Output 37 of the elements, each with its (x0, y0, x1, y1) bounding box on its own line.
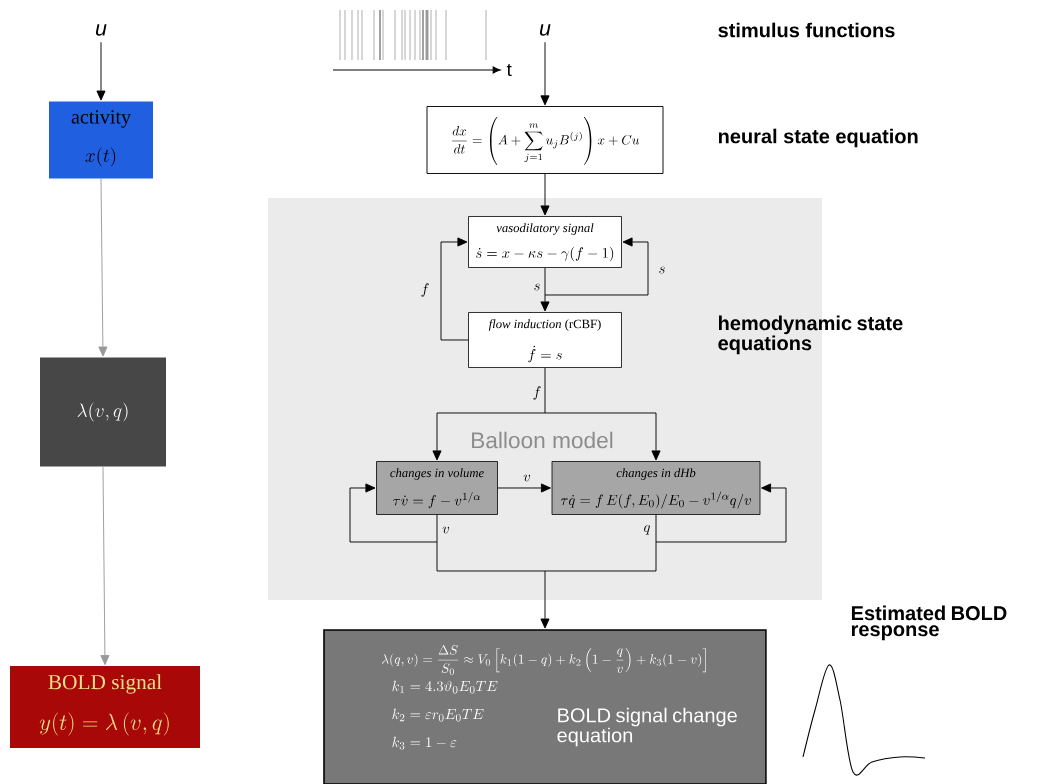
edge-label: $f$ (419, 282, 431, 298)
arrow (655, 483, 787, 543)
arrow (432, 412, 546, 461)
equation-box: changes in volume $\tau\dot{v} = f - v^{1/\alpha}$ (376, 461, 498, 515)
edge-label: $v$ (521, 473, 533, 483)
equation-box: vasodilatory signal $\dot{s} = x - \kappa s - \gamma(f-1)$ (468, 216, 622, 268)
arrow (540, 570, 550, 629)
side-label: neural state equation (718, 128, 918, 148)
side-label: stimulus functions (718, 22, 895, 38)
equation-box: flow induction (rCBF) $\dot{f} = s$ (468, 312, 622, 368)
edge-label: $f$ (531, 385, 543, 401)
side-label: hemodynamic state equations (718, 315, 903, 355)
axis-label: t (506, 63, 512, 77)
activity-box: activity $x(t)$ (49, 101, 153, 179)
equation-box: $\lambda(q,v) = \frac{\Delta S}{S_0} \approx V_0\left[k_1(1-q) + k_2\left(1-\frac{q}{v}\right) + k_3(1-v)\right]$ $k_1 = 4.3\vartheta_0 E_0 TE$ $k_2 = \varepsilon r_0 E_0 TE$ $k_3 = 1 - \varepsilon$ BOLD signal change equation (323, 629, 767, 784)
arrow (544, 237, 649, 296)
side-label: Estimated BOLD response (851, 605, 1007, 641)
edge-label: $s$ (657, 265, 667, 275)
arrow (540, 41, 550, 106)
edge-label: $q$ (642, 524, 652, 536)
input-symbol: u (539, 24, 551, 36)
edge-label: $s$ (532, 282, 542, 292)
arrow (98, 178, 108, 357)
arrow (349, 483, 438, 543)
equation-box: changes in dHb $\tau\dot{q} = f\,E(f,E_0)/E_0 - v^{1/\alpha}q/v$ (551, 461, 761, 515)
arrow (440, 237, 469, 341)
arrow (96, 41, 106, 101)
arrow (100, 466, 110, 666)
bold-signal-box: BOLD signal $y(t) = \lambda\left(v,q\right)$ (10, 666, 200, 748)
equation-box: $\frac{dx}{dt} = \left(A + \sum_{j=1}^{m} u_j B^{(j)}\right) x + Cu$ (426, 106, 664, 174)
arrow (544, 412, 661, 461)
arrow (540, 294, 550, 312)
hemodynamic-box: $\lambda(v,q)$ (40, 357, 166, 467)
arrow (497, 483, 551, 493)
edge-label: $v$ (440, 525, 452, 535)
input-symbol: u (95, 24, 107, 36)
arrow (540, 173, 550, 216)
